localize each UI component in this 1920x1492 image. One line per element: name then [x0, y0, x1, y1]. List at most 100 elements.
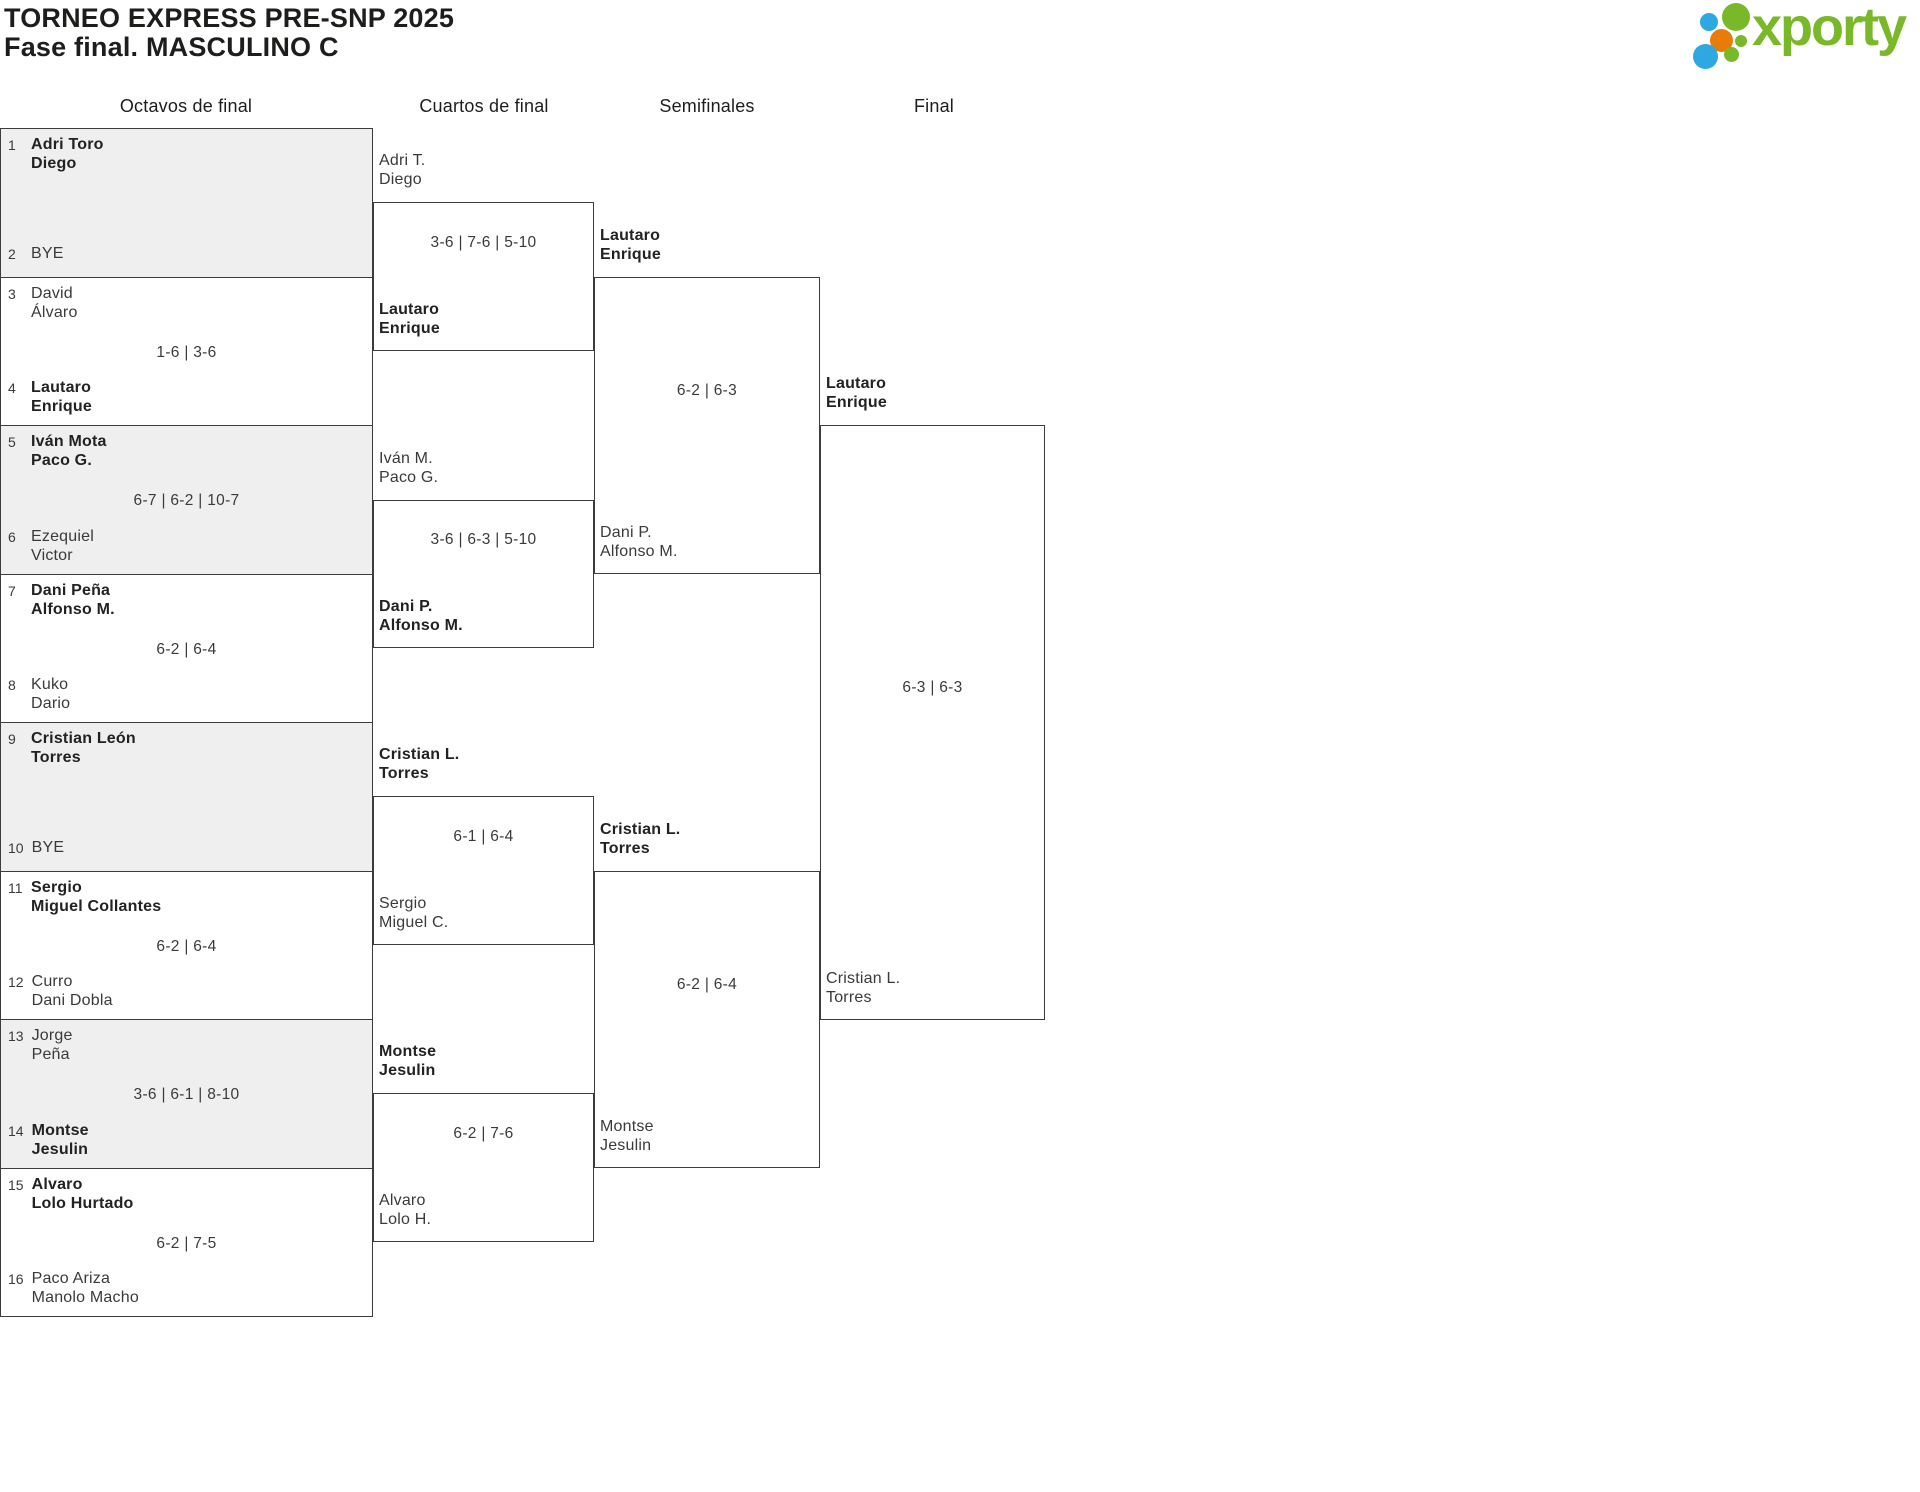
seed-number: 5: [8, 434, 16, 450]
logo-dot-blue-small-icon: [1700, 13, 1718, 31]
match-score-final: 6-3 | 6-3: [902, 679, 963, 696]
round-header-cuartos: Cuartos de final: [419, 96, 549, 116]
match-score: 6-2 | 6-4: [156, 641, 217, 658]
seed-number: 15: [8, 1177, 24, 1193]
seed-number: 4: [8, 380, 16, 396]
match-box-qf-2[interactable]: [373, 500, 594, 648]
logo-wordmark: xporty: [1752, 0, 1907, 57]
logo-dot-green-large-icon: [1722, 3, 1750, 31]
seed-number: 6: [8, 529, 16, 545]
team-row: 10 BYE: [8, 838, 64, 857]
logo-dot-blue-large-icon: [1693, 44, 1718, 69]
match-box-final[interactable]: [820, 425, 1045, 1020]
round-header-semifinales: Semifinales: [659, 96, 755, 116]
round-header-final: Final: [913, 96, 954, 116]
team-name-qf1-a: Adri T.Diego: [379, 152, 426, 188]
match-score: 6-7 | 6-2 | 10-7: [133, 492, 240, 509]
logo-dot-green-tiny-icon: [1735, 35, 1747, 47]
match-score: 1-6 | 3-6: [156, 344, 217, 361]
logo-dot-green-small-icon: [1724, 47, 1739, 62]
team-row: 2 BYE: [8, 244, 64, 263]
match-score-sf2: 6-2 | 6-4: [676, 976, 738, 993]
match-score-qf4: 6-2 | 7-6: [453, 1125, 514, 1142]
seed-number: 13: [8, 1028, 24, 1044]
seed-number: 9: [8, 731, 16, 747]
match-box-qf-1[interactable]: [373, 202, 594, 351]
team-name-qf3-a: Cristian L.Torres: [379, 746, 460, 782]
seed-number: 14: [8, 1123, 24, 1139]
seed-number: 8: [8, 677, 16, 693]
match-score: 6-2 | 7-5: [156, 1235, 217, 1252]
team-name: BYE: [31, 245, 64, 262]
xporty-logo: xporty: [1688, 0, 1920, 80]
seed-number: 10: [8, 840, 24, 856]
tournament-title: TORNEO EXPRESS PRE-SNP 2025: [4, 3, 455, 33]
match-score-sf1: 6-2 | 6-3: [676, 382, 738, 399]
team-name-sf2-a: Cristian L.Torres: [600, 821, 681, 857]
team-name: BYE: [31, 839, 65, 856]
seed-number: 1: [8, 137, 16, 153]
match-score-qf2: 3-6 | 6-3 | 5-10: [430, 531, 537, 548]
match-score-qf3: 6-1 | 6-4: [453, 828, 514, 845]
match-score-qf1: 3-6 | 7-6 | 5-10: [430, 234, 537, 251]
seed-number: 2: [8, 246, 16, 262]
team-name-sf1-b: Dani P.Alfonso M.: [600, 524, 678, 560]
match-box-qf-4[interactable]: [373, 1093, 594, 1242]
seed-number: 12: [8, 974, 24, 990]
match-box-sf-1[interactable]: [594, 277, 820, 574]
match-score: 3-6 | 6-1 | 8-10: [133, 1086, 240, 1103]
seed-number: 11: [8, 880, 23, 896]
seed-number: 7: [8, 583, 16, 599]
match-box-qf-3[interactable]: [373, 796, 594, 945]
match-box-sf-2[interactable]: [594, 871, 820, 1168]
match-score: 6-2 | 6-4: [156, 938, 217, 955]
logo-dot-orange-icon: [1710, 29, 1733, 52]
team-name-qf2-b: Dani P.Alfonso M.: [379, 598, 463, 634]
seed-number: 16: [8, 1271, 24, 1287]
team-name-qf2-a: Iván M.Paco G.: [379, 450, 439, 486]
seed-number: 3: [8, 286, 16, 302]
